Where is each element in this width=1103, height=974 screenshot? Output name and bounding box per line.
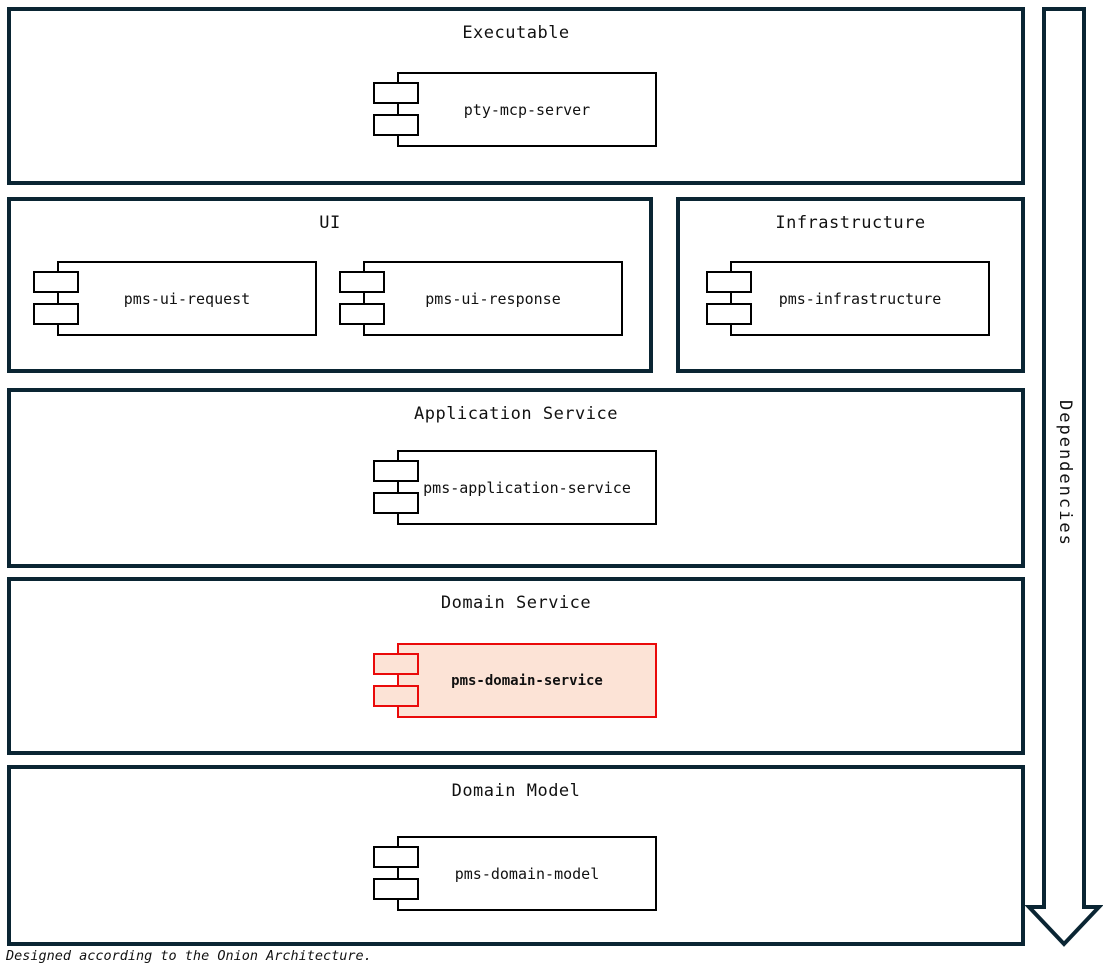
uml-component-tab-icon <box>33 271 79 293</box>
layer-title-domain-model: Domain Model <box>451 781 581 801</box>
dependencies-arrow-icon <box>1024 7 1103 947</box>
component-label: pms-ui-response <box>425 289 561 308</box>
component-pms-domain-service-highlighted: pms-domain-service <box>373 643 657 718</box>
layer-title-domain-service: Domain Service <box>440 593 592 613</box>
uml-component-tab-icon <box>373 492 419 514</box>
component-label: pms-infrastructure <box>778 289 942 308</box>
layer-executable: Executable pty-mcp-server <box>7 7 1025 185</box>
component-label: pms-domain-service <box>451 672 603 689</box>
component-label: pms-ui-request <box>123 289 251 308</box>
uml-component-tab-icon <box>33 303 79 325</box>
component-pms-application-service: pms-application-service <box>373 450 657 525</box>
uml-component-tab-icon <box>373 846 419 868</box>
component-label: pms-application-service <box>423 478 631 497</box>
uml-component-tab-icon <box>339 303 385 325</box>
diagram-caption: Designed according to the Onion Architec… <box>6 948 372 964</box>
uml-component-tab-icon <box>339 271 385 293</box>
layer-title-infrastructure: Infrastructure <box>775 213 926 233</box>
uml-component-tab-icon <box>706 271 752 293</box>
component-pty-mcp-server: pty-mcp-server <box>373 72 657 147</box>
dependencies-arrow-label: Dependencies <box>1055 399 1075 547</box>
layer-application-service: Application Service pms-application-serv… <box>7 388 1025 568</box>
component-pms-ui-response: pms-ui-response <box>339 261 623 336</box>
uml-component-tab-icon <box>373 685 419 707</box>
uml-component-tab-icon <box>373 114 419 136</box>
uml-component-tab-icon <box>373 653 419 675</box>
component-pms-infrastructure: pms-infrastructure <box>706 261 990 336</box>
uml-component-tab-icon <box>706 303 752 325</box>
layer-title-ui: UI <box>319 213 341 233</box>
layer-ui: UI pms-ui-request pms-ui-response <box>7 197 653 373</box>
component-label: pty-mcp-server <box>463 100 591 119</box>
layer-domain-model: Domain Model pms-domain-model <box>7 765 1025 946</box>
component-pms-ui-request: pms-ui-request <box>33 261 317 336</box>
uml-component-tab-icon <box>373 82 419 104</box>
component-label: pms-domain-model <box>454 864 600 883</box>
layer-infrastructure: Infrastructure pms-infrastructure <box>676 197 1025 373</box>
layer-domain-service: Domain Service pms-domain-service <box>7 577 1025 755</box>
component-pms-domain-model: pms-domain-model <box>373 836 657 911</box>
uml-component-tab-icon <box>373 878 419 900</box>
layer-title-application-service: Application Service <box>414 404 618 424</box>
uml-component-tab-icon <box>373 460 419 482</box>
layer-title-executable: Executable <box>462 23 570 43</box>
